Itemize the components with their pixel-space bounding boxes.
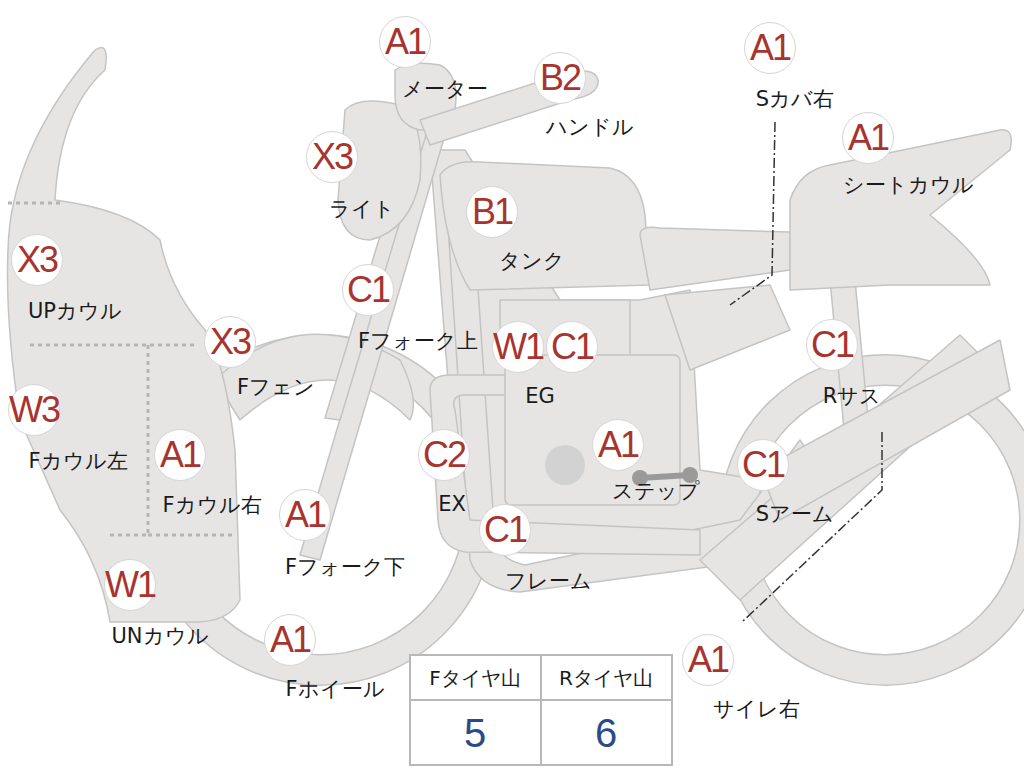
callout-code: A1 — [154, 429, 206, 481]
part-name: シートカウル — [841, 174, 976, 197]
part-name: ハンドル — [544, 116, 636, 139]
part-name: ライト — [327, 198, 397, 221]
part-name: Fカウル左 — [26, 450, 129, 473]
callout-code: X3 — [306, 131, 358, 183]
part-name: Fフェン — [235, 376, 317, 399]
part-name: Fフォーク下 — [283, 556, 407, 579]
callout-code: A1 — [682, 634, 734, 686]
callout-code: A1 — [279, 489, 331, 541]
part-name: Rサス — [821, 385, 884, 408]
callout-code: A1 — [842, 112, 894, 164]
table-value: 6 — [595, 711, 617, 756]
callout-code: A1 — [592, 419, 644, 471]
callout-code: C2 — [418, 429, 470, 481]
table-header: Rタイヤ山 — [559, 665, 653, 692]
part-name: Fカウル右 — [160, 494, 263, 517]
callout-code: W1 — [492, 321, 544, 373]
callout-code: C1 — [342, 264, 394, 316]
callout-code: X3 — [204, 316, 256, 368]
callout-code: C1 — [806, 319, 858, 371]
part-name: Fフォーク上 — [356, 330, 480, 353]
part-name: メーター — [400, 78, 490, 101]
part-name: EX — [436, 493, 468, 516]
part-name: フレーム — [503, 570, 594, 593]
callout-code: C1 — [546, 321, 598, 373]
callout-code: X3 — [11, 234, 63, 286]
callout-code: A1 — [744, 22, 796, 74]
part-name: Sカバ右 — [754, 88, 836, 111]
part-name: タンク — [497, 250, 567, 273]
callout-code: W3 — [8, 384, 60, 436]
callout-code: W1 — [104, 559, 156, 611]
part-name: Fホイール — [283, 678, 386, 701]
part-name: Sアーム — [754, 503, 836, 526]
part-name: ステップ — [610, 480, 702, 503]
callout-code: C1 — [737, 439, 789, 491]
callout-code: B2 — [534, 52, 586, 104]
table-value: 5 — [464, 711, 486, 756]
part-name: サイレ右 — [711, 698, 802, 721]
callout-code: A1 — [379, 16, 431, 68]
callout-code: A1 — [264, 614, 316, 666]
table-header: Fタイヤ山 — [429, 665, 521, 692]
part-name: UNカウル — [109, 625, 210, 648]
callout-code: B1 — [466, 186, 518, 238]
part-name: EG — [523, 385, 557, 408]
callout-code: C1 — [479, 504, 531, 556]
part-name: UPカウル — [26, 300, 124, 323]
